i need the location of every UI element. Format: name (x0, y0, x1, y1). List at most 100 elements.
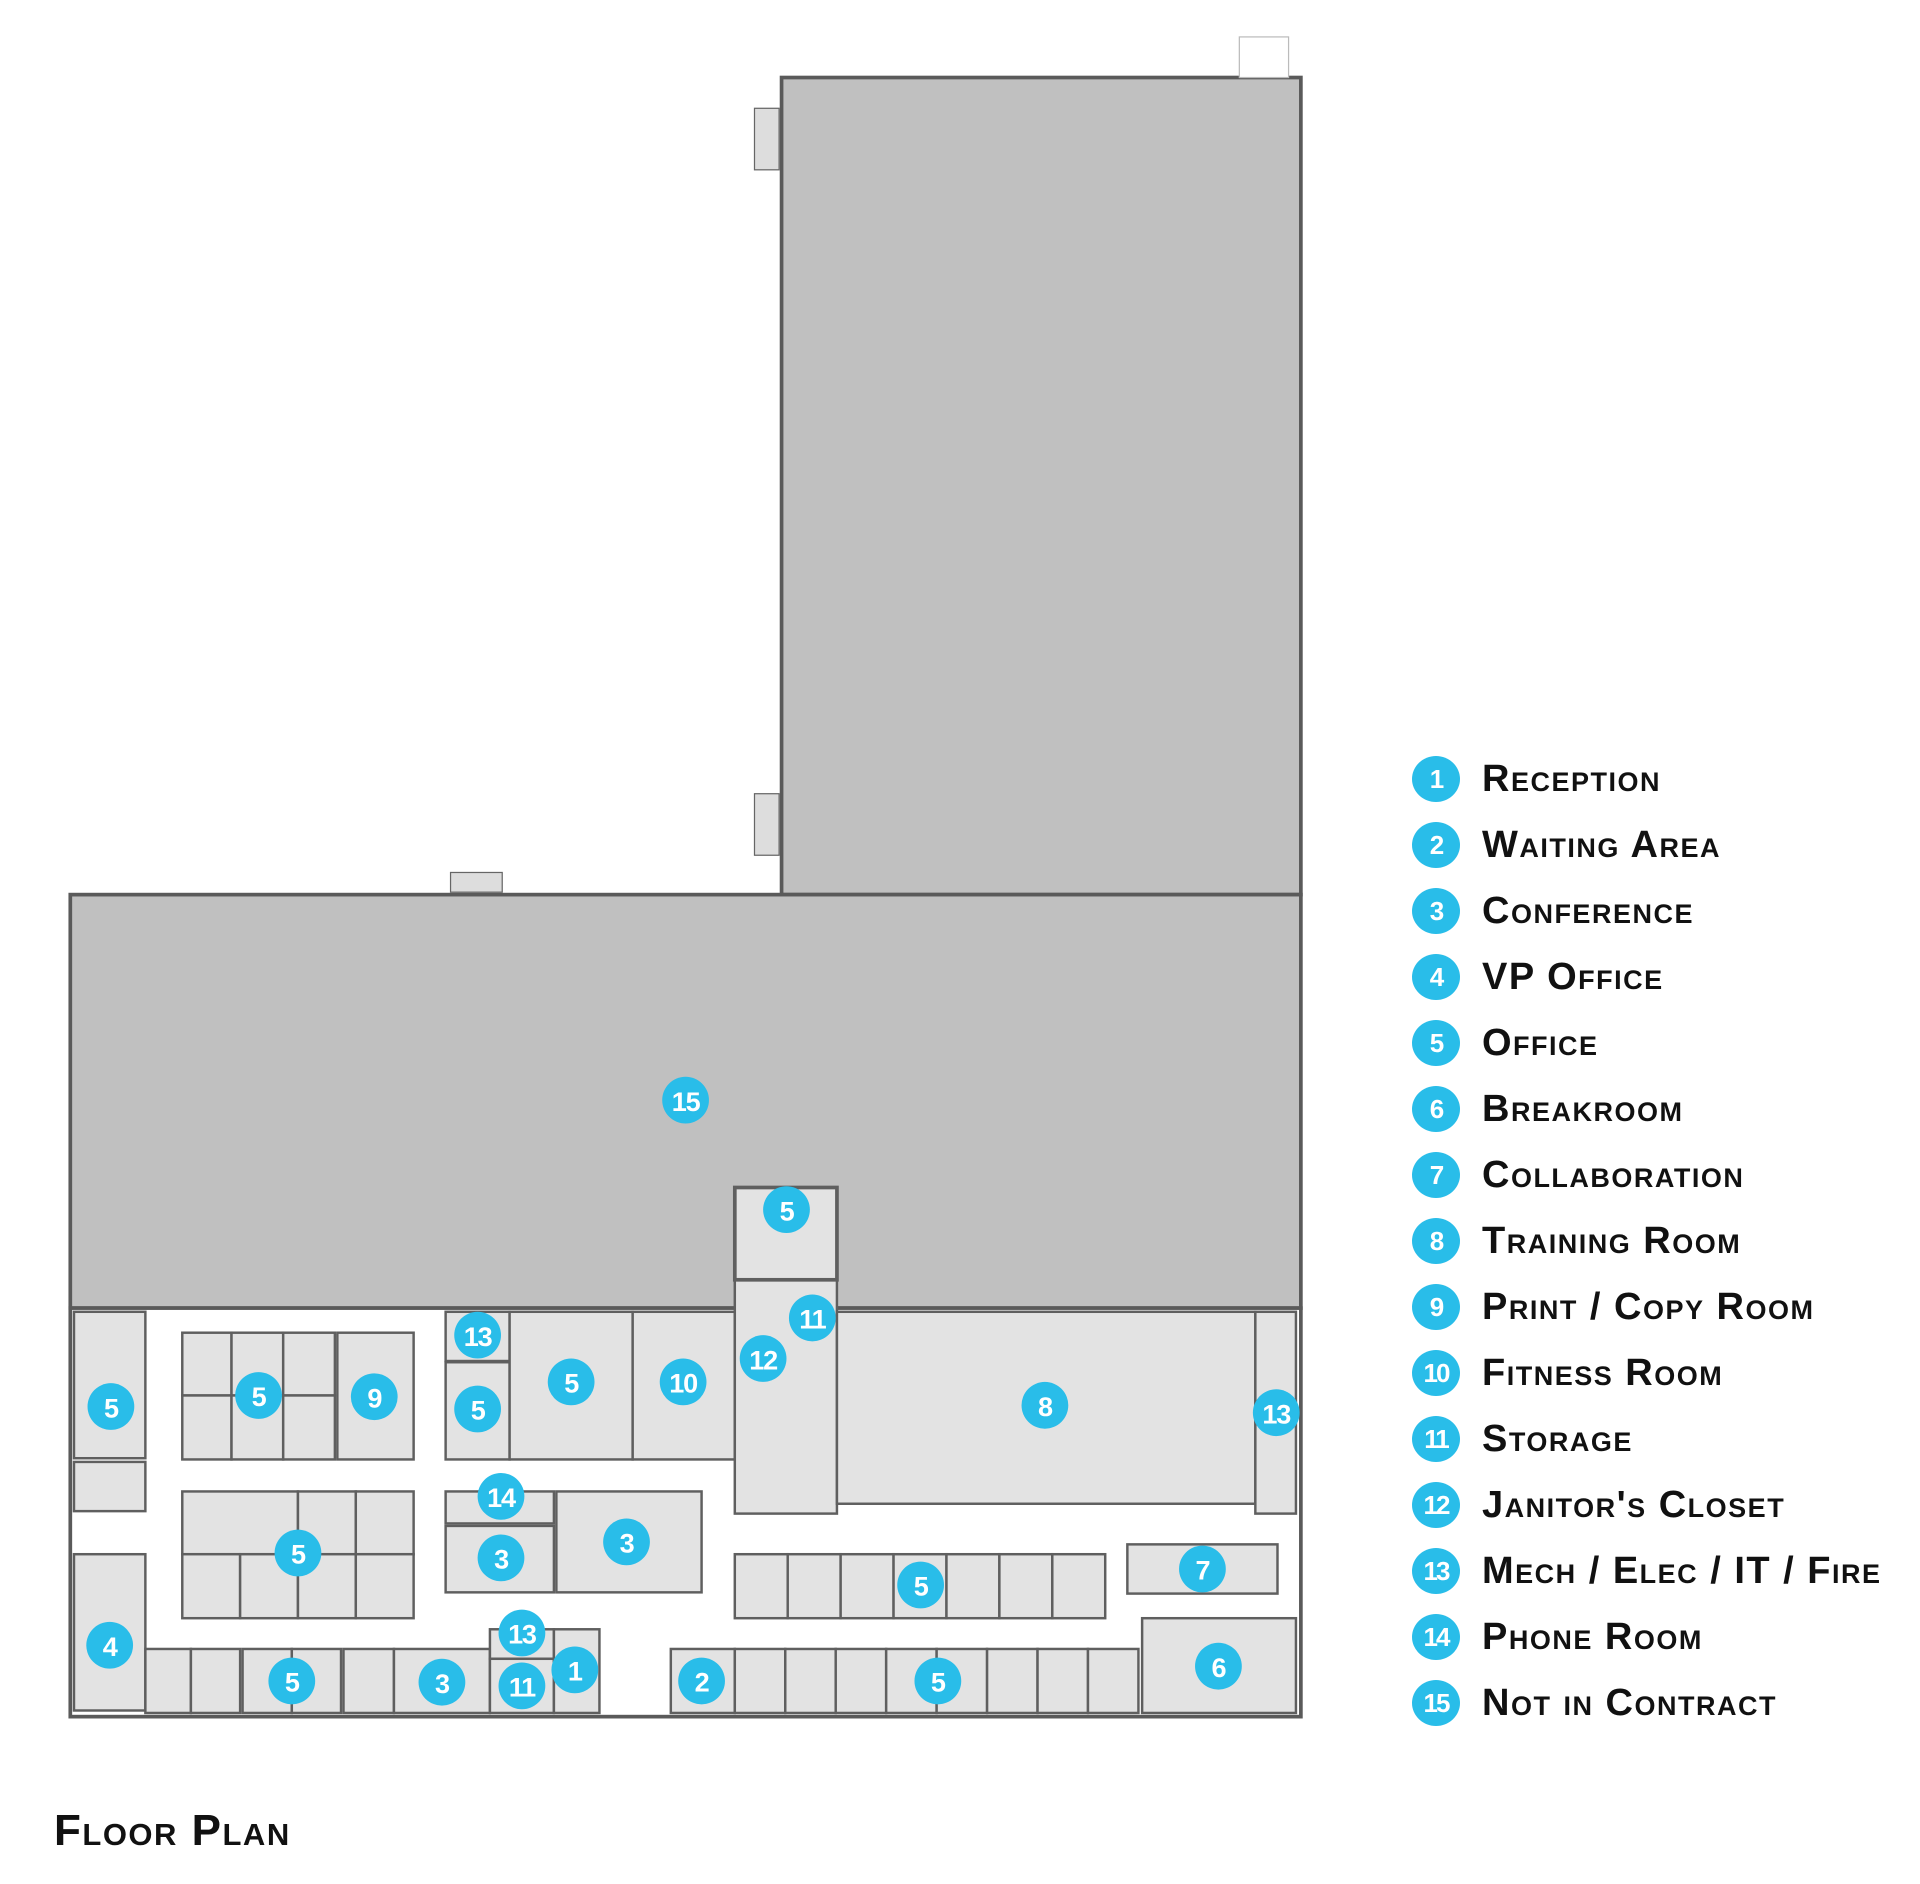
warehouse-north (779, 75, 1303, 897)
legend-label: Waiting Area (1482, 823, 1721, 866)
legend-label: Reception (1482, 757, 1661, 800)
marker-number: 5 (914, 1571, 929, 1602)
marker-circle (498, 1662, 546, 1710)
marker-number: 5 (252, 1381, 267, 1412)
room-marker-11: 11 (498, 1662, 546, 1710)
room-marker-1: 1 (551, 1646, 599, 1694)
legend-label: Print / Copy Room (1482, 1285, 1815, 1328)
legend-number-badge: 8 (1412, 1218, 1460, 1264)
marker-number: 5 (564, 1368, 579, 1399)
legend-number-badge: 13 (1412, 1548, 1460, 1594)
legend-number-badge: 9 (1412, 1284, 1460, 1330)
legend-label: Janitor's Closet (1482, 1483, 1786, 1526)
legend-label: Office (1482, 1021, 1599, 1064)
marker-circle (1021, 1381, 1069, 1429)
room (181, 1331, 233, 1397)
marker-number: 2 (695, 1667, 709, 1698)
legend-item: 3 Conference (1412, 878, 1882, 944)
marker-circle (274, 1529, 322, 1577)
legend-number-badge: 10 (1412, 1350, 1460, 1396)
room (181, 1552, 242, 1620)
marker-number: 6 (1212, 1652, 1227, 1683)
marker-number: 1 (568, 1656, 583, 1687)
marker-number: 3 (435, 1668, 450, 1699)
room (1036, 1647, 1090, 1715)
marker-circle (659, 1358, 707, 1406)
marker-number: 5 (291, 1539, 306, 1570)
room-marker-10: 10 (659, 1358, 707, 1406)
room (181, 1394, 233, 1461)
marker-circle (662, 1076, 709, 1124)
marker-circle (551, 1646, 599, 1694)
room-marker-9: 9 (350, 1373, 398, 1421)
legend-label: Breakroom (1482, 1087, 1684, 1130)
legend-number-badge: 5 (1412, 1020, 1460, 1066)
room-marker-11: 11 (788, 1294, 836, 1342)
room (786, 1552, 842, 1620)
room-marker-6: 6 (1195, 1642, 1242, 1690)
marker-circle (603, 1518, 650, 1566)
room-marker-5: 5 (268, 1657, 316, 1705)
legend-label: Phone Room (1482, 1615, 1703, 1658)
marker-circle (897, 1561, 945, 1609)
page-title: Floor Plan (54, 1806, 291, 1855)
room-marker-5: 5 (547, 1358, 595, 1406)
legend-number-badge: 1 (1412, 756, 1460, 802)
marker-circle (477, 1472, 525, 1520)
marker-circle (678, 1657, 725, 1705)
room-marker-4: 4 (86, 1621, 134, 1669)
marker-circle (477, 1534, 525, 1582)
room-marker-15: 15 (662, 1076, 709, 1124)
legend-number-badge: 11 (1412, 1416, 1460, 1462)
room (985, 1647, 1039, 1715)
room-marker-8: 8 (1021, 1381, 1069, 1429)
legend-item: 9 Print / Copy Room (1412, 1274, 1882, 1340)
marker-circle (788, 1294, 836, 1342)
room (354, 1552, 415, 1620)
room (144, 1647, 193, 1715)
room-marker-5: 5 (274, 1529, 322, 1577)
legend-item: 1 Reception (1412, 746, 1882, 812)
legend-item: 2 Waiting Area (1412, 812, 1882, 878)
marker-circle (350, 1373, 398, 1421)
marker-circle (1195, 1642, 1242, 1690)
marker-circle (268, 1657, 316, 1705)
marker-number: 13 (1262, 1398, 1291, 1429)
marker-number: 4 (103, 1631, 118, 1662)
marker-number: 15 (672, 1086, 701, 1117)
room (733, 1647, 787, 1715)
room (839, 1552, 895, 1620)
legend-item: 13 Mech / Elec / IT / Fire (1412, 1538, 1882, 1604)
room-marker-14: 14 (477, 1472, 525, 1520)
room-marker-13: 13 (498, 1609, 546, 1657)
marker-number: 13 (508, 1619, 537, 1650)
room-marker-5: 5 (763, 1186, 810, 1234)
room-marker-5: 5 (235, 1372, 282, 1419)
marker-number: 5 (471, 1395, 486, 1426)
legend-label: Conference (1482, 889, 1694, 932)
door-north (1238, 36, 1290, 79)
marker-number: 5 (780, 1195, 795, 1226)
room (281, 1331, 337, 1397)
room-marker-13: 13 (454, 1311, 501, 1359)
marker-circle (87, 1383, 135, 1430)
legend-label: Mech / Elec / IT / Fire (1482, 1549, 1882, 1592)
room (733, 1552, 789, 1620)
legend-label: Training Room (1482, 1219, 1742, 1262)
legend-number-badge: 4 (1412, 954, 1460, 1000)
marker-circle (454, 1311, 501, 1359)
legend-label: Storage (1482, 1417, 1633, 1460)
room (998, 1552, 1054, 1620)
room (834, 1647, 888, 1715)
stair-2 (753, 793, 780, 856)
legend-number-badge: 3 (1412, 888, 1460, 934)
room-marker-5: 5 (454, 1385, 501, 1433)
marker-number: 5 (285, 1667, 300, 1698)
legend-number-badge: 2 (1412, 822, 1460, 868)
marker-circle (914, 1657, 962, 1705)
